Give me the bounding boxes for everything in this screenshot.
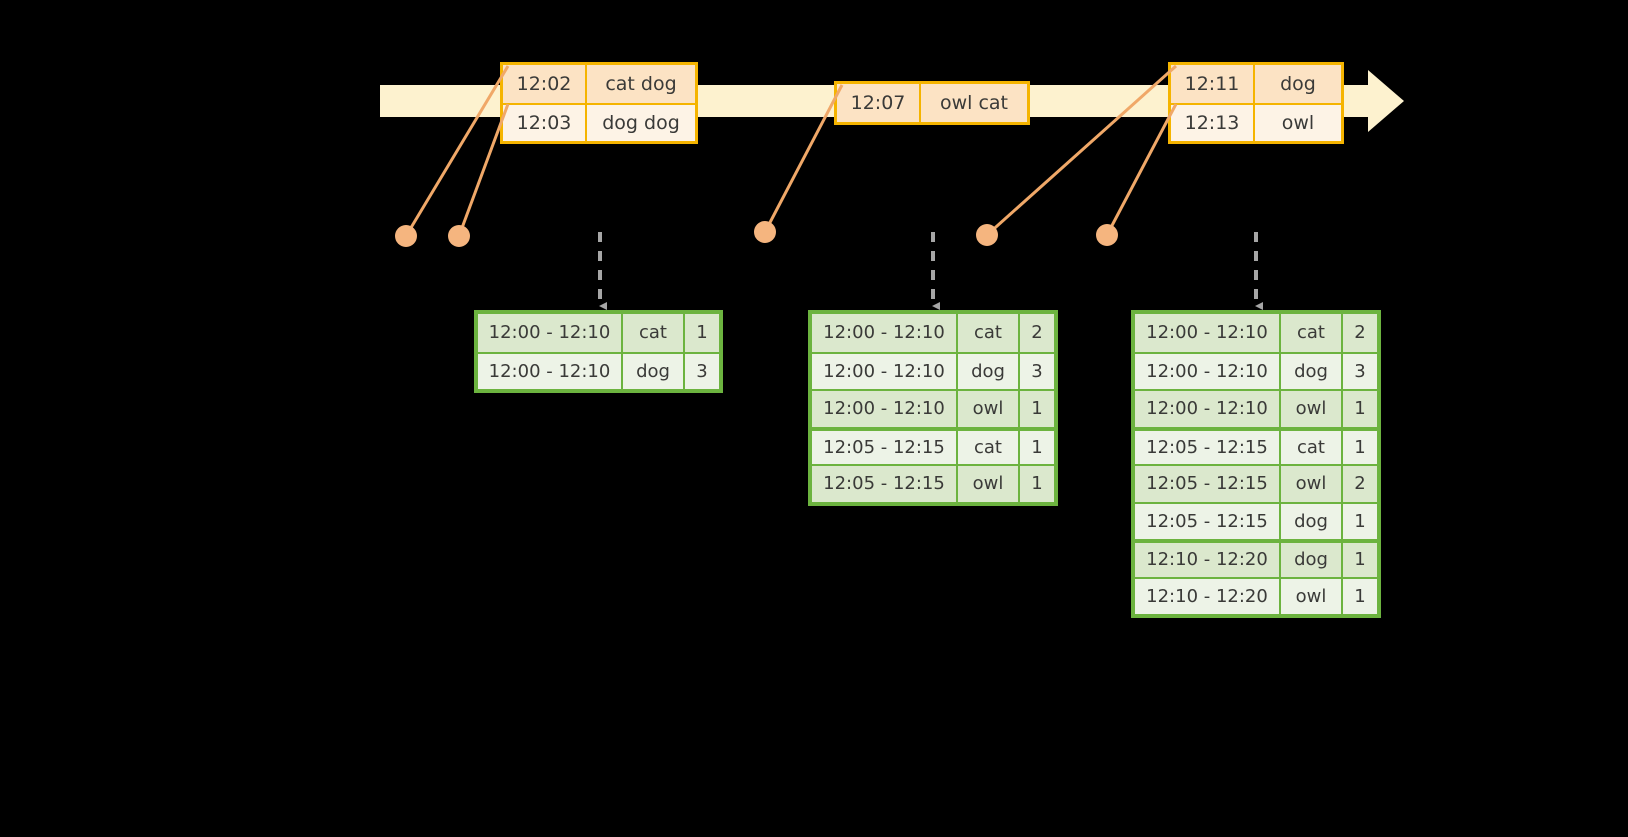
key-cell: cat	[958, 314, 1020, 352]
key-cell: owl	[1281, 578, 1343, 614]
window-cell: 12:00 - 12:10	[1135, 391, 1281, 427]
count-cell: 2	[1031, 322, 1043, 344]
event-box-1[interactable]: 12:02 cat dog 12:03 dog dog	[500, 62, 698, 144]
count-cell: 1	[1354, 585, 1366, 607]
event-words: owl	[1281, 112, 1315, 134]
connector-dots	[395, 221, 1118, 247]
window-cell: 12:00 - 12:10	[812, 353, 958, 389]
event-row: 12:03 dog dog	[503, 103, 695, 141]
key-cell: cat	[1281, 314, 1343, 352]
count-cell: 1	[1354, 398, 1366, 420]
key-cell: dog	[1281, 543, 1343, 577]
event-words: cat dog	[605, 73, 677, 95]
count-cell: 1	[1354, 436, 1366, 458]
event-time: 12:07	[837, 84, 921, 122]
count-cell: 1	[1031, 473, 1043, 495]
count-cell: 3	[696, 360, 708, 382]
window-cell: 12:05 - 12:15	[812, 466, 958, 502]
key-cell: dog	[958, 353, 1020, 389]
event-row: 12:11 dog	[1171, 65, 1341, 103]
window-cell: 12:05 - 12:15	[812, 430, 958, 464]
event-row: 12:07 owl cat	[837, 84, 1027, 122]
window-cell: 12:10 - 12:20	[1135, 543, 1281, 577]
count-cell: 3	[1031, 360, 1043, 382]
count-cell: 1	[1354, 549, 1366, 571]
window-cell: 12:00 - 12:10	[1135, 353, 1281, 389]
event-time: 12:13	[1171, 105, 1255, 141]
count-cell: 2	[1354, 473, 1366, 495]
trigger-dot-5	[1096, 224, 1118, 246]
event-row: 12:02 cat dog	[503, 65, 695, 103]
window-cell: 12:00 - 12:10	[812, 314, 958, 352]
event-time: 12:03	[503, 105, 587, 141]
window-cell: 12:00 - 12:10	[478, 353, 623, 389]
trigger-dot-1	[395, 225, 417, 247]
trigger-dot-4	[976, 224, 998, 246]
window-cell: 12:00 - 12:10	[478, 314, 623, 352]
event-time: 12:11	[1171, 65, 1255, 103]
key-cell: cat	[958, 430, 1020, 464]
window-cell: 12:05 - 12:15	[1135, 430, 1281, 464]
key-cell: owl	[958, 466, 1020, 502]
count-cell: 1	[696, 322, 708, 344]
key-cell: dog	[1281, 353, 1343, 389]
trigger-dot-3	[754, 221, 776, 243]
window-cell: 12:00 - 12:10	[1135, 314, 1281, 352]
key-cell: cat	[1281, 430, 1343, 464]
event-words: dog	[1280, 73, 1316, 95]
count-cell: 1	[1031, 398, 1043, 420]
connector-line-5	[1105, 103, 1178, 236]
count-cell: 2	[1354, 322, 1366, 344]
key-cell: cat	[623, 314, 685, 352]
key-cell: dog	[1281, 503, 1343, 539]
event-words: owl cat	[939, 92, 1009, 114]
key-cell: dog	[623, 353, 685, 389]
trigger-dot-2	[448, 225, 470, 247]
key-cell: owl	[958, 391, 1020, 427]
event-words: dog dog	[602, 112, 680, 134]
window-cell: 12:05 - 12:15	[1135, 466, 1281, 502]
window-cell: 12:05 - 12:15	[1135, 503, 1281, 539]
window-cell: 12:00 - 12:10	[812, 391, 958, 427]
count-cell: 3	[1354, 360, 1366, 382]
event-box-3[interactable]: 12:11 dog 12:13 owl	[1168, 62, 1344, 144]
count-cell: 1	[1354, 510, 1366, 532]
event-row: 12:13 owl	[1171, 103, 1341, 141]
event-box-2[interactable]: 12:07 owl cat	[834, 81, 1030, 125]
key-cell: owl	[1281, 391, 1343, 427]
timeline-arrowhead-icon	[1368, 70, 1404, 132]
count-cell: 1	[1031, 436, 1043, 458]
event-time: 12:02	[503, 65, 587, 103]
window-cell: 12:10 - 12:20	[1135, 578, 1281, 614]
key-cell: owl	[1281, 466, 1343, 502]
emit-arrows	[598, 232, 1263, 310]
